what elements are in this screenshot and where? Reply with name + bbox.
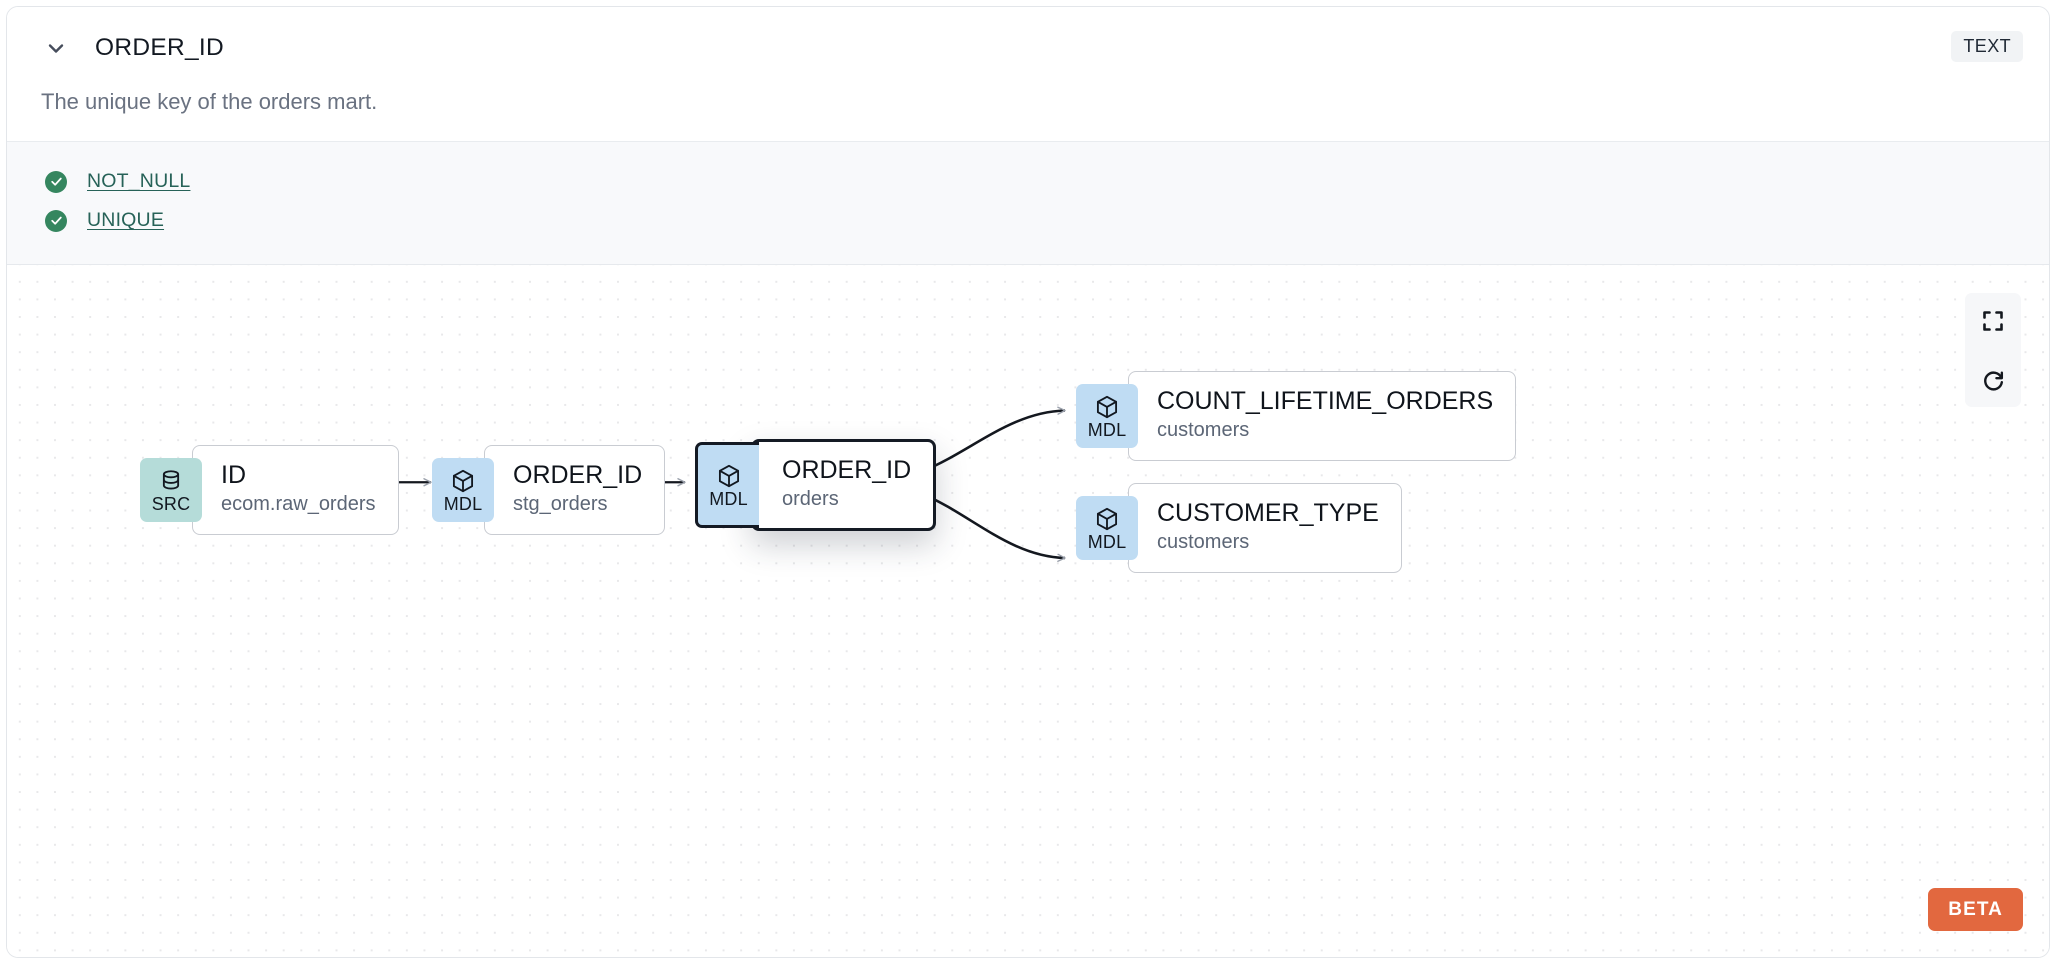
node-subtitle: customers — [1157, 531, 1250, 554]
refresh-icon — [1981, 367, 2006, 392]
lineage-edges — [347, 406, 1066, 563]
database-icon — [162, 470, 180, 490]
tests-section: NOT_NULL UNIQUE — [7, 141, 2049, 266]
lineage-canvas[interactable]: SRC ID ecom.raw_orders MDL — [7, 265, 2049, 957]
node-name: ORDER_ID — [782, 456, 912, 485]
node-badge-label: MDL — [1087, 419, 1127, 440]
check-circle-icon — [45, 170, 67, 193]
test-link-unique[interactable]: UNIQUE — [87, 209, 165, 232]
node-subtitle: ecom.raw_orders — [221, 493, 376, 516]
lineage-node-src-id[interactable]: SRC ID ecom.raw_orders — [140, 445, 399, 536]
node-body: COUNT_LIFETIME_ORDERS customers — [1128, 371, 1517, 462]
node-name: COUNT_LIFETIME_ORDERS — [1157, 387, 1494, 416]
node-body: ID ecom.raw_orders — [192, 445, 399, 536]
beta-badge[interactable]: BETA — [1928, 888, 2023, 931]
fit-view-button[interactable] — [1965, 293, 2021, 350]
node-badge-mdl: MDL — [1076, 496, 1138, 561]
chevron-down-icon[interactable] — [41, 33, 71, 63]
column-description: The unique key of the orders mart. — [41, 89, 378, 114]
lineage-node-mdl-orders-order-id[interactable]: MDL ORDER_ID orders — [695, 439, 937, 532]
column-detail-card: ORDER_ID TEXT The unique key of the orde… — [6, 6, 2050, 958]
cube-icon — [718, 464, 739, 487]
cube-icon — [452, 469, 474, 492]
lineage-node-mdl-customer-type[interactable]: MDL CUSTOMER_TYPE customers — [1076, 483, 1402, 574]
node-badge-label: MDL — [1087, 531, 1127, 552]
node-subtitle: orders — [782, 488, 839, 511]
node-subtitle: stg_orders — [513, 493, 608, 516]
node-body: CUSTOMER_TYPE customers — [1128, 483, 1402, 574]
type-badge: TEXT — [1951, 31, 2023, 62]
node-badge-src: SRC — [140, 458, 202, 523]
node-badge-label: MDL — [443, 493, 483, 514]
node-badge-label: SRC — [151, 493, 191, 514]
node-subtitle: customers — [1157, 419, 1250, 442]
node-badge-mdl: MDL — [695, 442, 759, 529]
test-link-not-null[interactable]: NOT_NULL — [87, 170, 191, 193]
node-name: CUSTOMER_TYPE — [1157, 499, 1379, 528]
fullscreen-icon — [1981, 309, 2005, 333]
check-circle-icon — [45, 209, 67, 232]
canvas-controls — [1965, 293, 2021, 408]
lineage-node-mdl-count-lifetime-orders[interactable]: MDL COUNT_LIFETIME_ORDERS customers — [1076, 371, 1517, 462]
test-row: NOT_NULL — [7, 162, 2049, 201]
node-name: ORDER_ID — [513, 461, 643, 490]
node-body: ORDER_ID orders — [751, 439, 937, 532]
node-badge-label: MDL — [709, 488, 748, 509]
node-name: ID — [221, 461, 246, 490]
test-row: UNIQUE — [7, 201, 2049, 240]
node-badge-mdl: MDL — [1076, 384, 1138, 449]
node-body: ORDER_ID stg_orders — [484, 445, 666, 536]
lineage-node-mdl-stg-order-id[interactable]: MDL ORDER_ID stg_orders — [432, 445, 666, 536]
node-badge-mdl: MDL — [432, 458, 494, 523]
reset-button[interactable] — [1965, 351, 2021, 408]
cube-icon — [1096, 395, 1118, 418]
cube-icon — [1096, 507, 1118, 530]
card-header: ORDER_ID TEXT — [7, 7, 2049, 89]
page-title: ORDER_ID — [95, 34, 225, 61]
